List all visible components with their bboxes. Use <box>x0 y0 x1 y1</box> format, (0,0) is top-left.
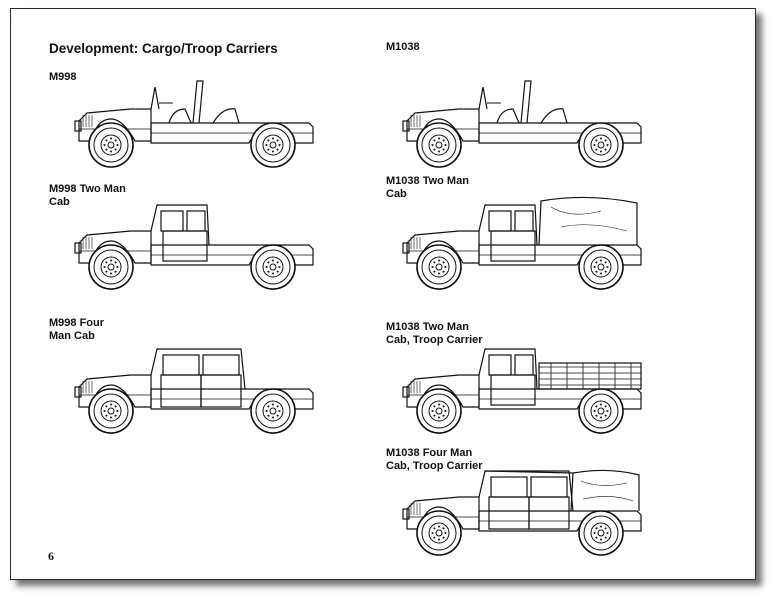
page-title: Development: Cargo/Troop Carriers <box>49 41 278 56</box>
wheel-icon <box>578 510 624 556</box>
page-number: 6 <box>48 549 54 563</box>
wheel-icon <box>250 244 296 290</box>
wheel-icon <box>88 388 134 434</box>
vehicle-label-m998-two-man-cab: M998 Two Man Cab <box>49 183 126 208</box>
vehicle-label-m1038-four-man-cab-troop-carrier: M1038 Four Man Cab, Troop Carrier <box>386 447 483 472</box>
wheel-icon <box>416 244 462 290</box>
vehicle-label-m998: M998 <box>49 71 77 83</box>
wheel-icon <box>416 122 462 168</box>
wheel-icon <box>250 388 296 434</box>
wheel-icon <box>88 122 134 168</box>
wheel-icon <box>416 510 462 556</box>
wheel-icon <box>250 122 296 168</box>
wheel-icon <box>416 388 462 434</box>
vehicle-drawing-m1038 <box>401 79 656 169</box>
vehicle-drawing-m998-two-man-cab <box>73 201 328 291</box>
vehicle-drawing-m998-four-man-cab <box>73 345 328 435</box>
document-page: Development: Cargo/Troop Carriers M998 M… <box>10 8 756 580</box>
vehicle-drawing-m1038-two-man-cab <box>401 196 656 291</box>
wheel-icon <box>578 244 624 290</box>
vehicle-label-m1038-two-man-cab-troop-carrier: M1038 Two Man Cab, Troop Carrier <box>386 321 483 346</box>
wheel-icon <box>578 122 624 168</box>
vehicle-drawing-m1038-two-man-cab-troop-carrier <box>401 345 656 435</box>
wheel-icon <box>88 244 134 290</box>
vehicle-label-m998-four-man-cab: M998 Four Man Cab <box>49 317 105 342</box>
vehicle-label-m1038-two-man-cab: M1038 Two Man Cab <box>386 175 469 200</box>
wheel-icon <box>578 388 624 434</box>
vehicle-drawing-m1038-four-man-cab-troop-carrier <box>401 467 656 557</box>
vehicle-label-m1038: M1038 <box>386 41 420 53</box>
vehicle-drawing-m998 <box>73 79 328 169</box>
